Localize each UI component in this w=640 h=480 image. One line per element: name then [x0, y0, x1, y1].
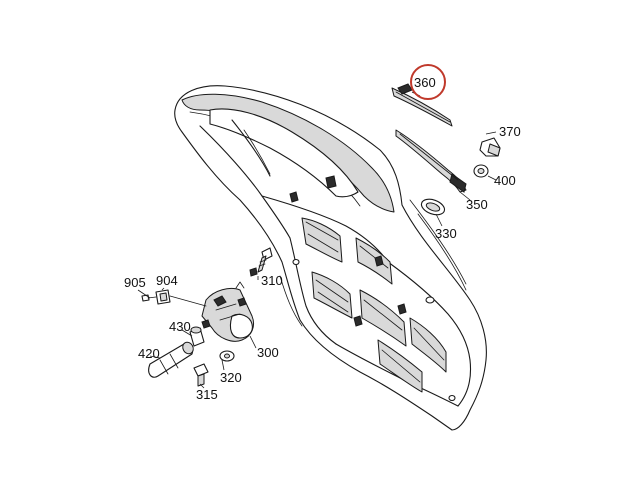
highlight-ring: [410, 64, 446, 100]
grommet-330[interactable]: [419, 196, 446, 217]
callout-430[interactable]: 430: [169, 319, 191, 334]
callout-320[interactable]: 320: [220, 370, 242, 385]
cylinder-420[interactable]: [148, 340, 196, 378]
callout-330[interactable]: 330: [435, 226, 457, 241]
callout-904[interactable]: 904: [156, 273, 178, 288]
cover-cap-370[interactable]: [479, 137, 501, 157]
bolt-315[interactable]: [193, 363, 209, 387]
wire-904: [169, 295, 207, 307]
wiper-arm-350[interactable]: [395, 129, 467, 193]
screw-310[interactable]: [249, 247, 273, 277]
nut-400[interactable]: [473, 164, 489, 178]
clip-905[interactable]: [141, 294, 157, 302]
callout-300[interactable]: 300: [257, 345, 279, 360]
tailgate-panel: [174, 85, 487, 431]
leader-lines: [137, 91, 497, 389]
callout-420[interactable]: 420: [138, 346, 160, 361]
connector-904[interactable]: [155, 289, 171, 305]
callout-350[interactable]: 350: [466, 197, 488, 212]
callout-370[interactable]: 370: [499, 124, 521, 139]
callout-315[interactable]: 315: [196, 387, 218, 402]
washer-320[interactable]: [219, 350, 235, 362]
callout-905[interactable]: 905: [124, 275, 146, 290]
callout-310[interactable]: 310: [261, 273, 283, 288]
bushing-430[interactable]: [189, 326, 205, 347]
wiper-motor-300[interactable]: [201, 281, 255, 342]
callout-360[interactable]: 360: [414, 75, 436, 90]
callout-400[interactable]: 400: [494, 173, 516, 188]
